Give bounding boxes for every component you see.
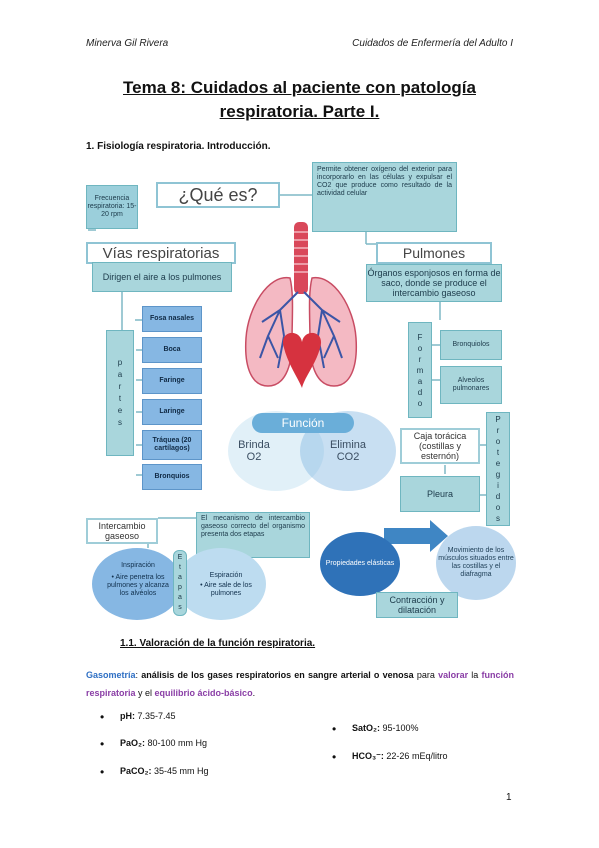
partes-item: Faringe bbox=[142, 368, 202, 394]
movimiento-circle: Movimiento de los músculos situados entr… bbox=[436, 526, 516, 600]
formado-item: Bronquiolos bbox=[440, 330, 502, 360]
etapas-vertical-box: E t a p a s bbox=[173, 550, 187, 616]
vias-desc-box: Dirigen el aire a los pulmones bbox=[92, 262, 232, 292]
que-es-box: ¿Qué es? bbox=[156, 182, 280, 208]
partes-item: Bronquios bbox=[142, 464, 202, 490]
vias-respiratorias-box: Vías respiratorias bbox=[86, 242, 236, 264]
list-item: PaO₂: 80-100 mm Hg bbox=[100, 737, 207, 751]
contraccion-box: Contracción y dilatación bbox=[376, 592, 458, 618]
pleura-box: Pleura bbox=[400, 476, 480, 512]
partes-item: Fosa nasales bbox=[142, 306, 202, 332]
partes-vertical-box: p a r t e s bbox=[106, 330, 134, 456]
gasometria-paragraph: Gasometría: análisis de los gases respir… bbox=[86, 670, 514, 698]
pulmones-desc-box: Órganos esponjosos en forma de saco, don… bbox=[366, 264, 502, 302]
espiracion-title: Espiración bbox=[209, 572, 243, 579]
inspiracion-circle bbox=[92, 548, 182, 620]
list-item: PaCO₂: 35-45 mm Hg bbox=[100, 765, 208, 779]
formado-vertical-box: F o r m a d o bbox=[408, 322, 432, 418]
protegidos-vertical-box: P r o t e g i d o s bbox=[486, 412, 510, 526]
caja-toracica-box: Caja torácica (costillas y esternón) bbox=[400, 428, 480, 464]
header-course: Cuidados de Enfermería del Adulto I bbox=[352, 38, 513, 49]
header-author: Minerva Gil Rivera bbox=[86, 38, 169, 49]
list-item: SatO₂: 95-100% bbox=[332, 722, 418, 736]
gasometria-term: Gasometría bbox=[86, 670, 136, 680]
partes-item: Laringe bbox=[142, 399, 202, 425]
heart-shape bbox=[282, 332, 322, 388]
partes-item: Boca bbox=[142, 337, 202, 363]
list-item: pH: 7.35-7.45 bbox=[100, 710, 175, 724]
inspiracion-text: • Aire penetra los pulmones y alcanza lo… bbox=[107, 574, 169, 597]
trachea-shape bbox=[294, 222, 308, 294]
section-heading-1: 1. Fisiología respiratoria. Introducción… bbox=[86, 141, 271, 152]
funcion-label: Función bbox=[252, 413, 354, 433]
espiracion-text: • Aire sale de los pulmones bbox=[200, 582, 252, 597]
arrow-shape bbox=[384, 520, 448, 552]
pulmones-box: Pulmones bbox=[376, 242, 492, 264]
page-title-line1: Tema 8: Cuidados al paciente con patolog… bbox=[123, 78, 476, 97]
definicion-box: Permite obtener oxígeno del exterior par… bbox=[312, 162, 457, 232]
list-item: HCO₃⁻: 22-26 mEq/litro bbox=[332, 750, 448, 764]
lungs-illustration bbox=[244, 222, 358, 388]
partes-item: Tráquea (20 cartílagos) bbox=[142, 430, 202, 460]
frecuencia-box: Frecuencia respiratoria: 15-20 rpm bbox=[86, 185, 138, 229]
elimina-label: Elimina CO2 bbox=[329, 439, 367, 463]
intercambio-box: Intercambio gaseoso bbox=[86, 518, 158, 544]
inspiracion-title: Inspiración bbox=[121, 562, 155, 569]
section-heading-1-1: 1.1. Valoración de la función respirator… bbox=[120, 638, 316, 649]
brinda-label: Brinda O2 bbox=[238, 439, 270, 463]
formado-item: Alveolos pulmonares bbox=[440, 366, 502, 404]
propiedades-circle: Propiedades elásticas bbox=[320, 532, 400, 596]
connector-lines bbox=[88, 194, 486, 552]
espiracion-circle bbox=[176, 548, 266, 620]
page-number: 1 bbox=[506, 792, 512, 803]
page-title-line2: respiratoria. Parte I. bbox=[219, 102, 380, 121]
